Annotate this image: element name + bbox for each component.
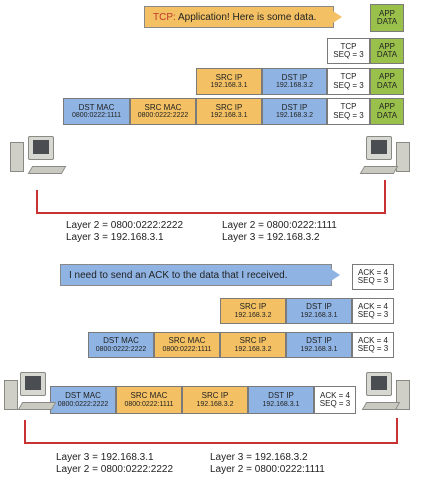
- src-ip-cell: SRC IP 192.168.3.1: [196, 98, 262, 125]
- bubble-pointer: [331, 269, 340, 281]
- src-ip-cell: SRC IP 192.168.3.2: [220, 332, 286, 358]
- network-cable: [396, 418, 398, 444]
- src-ip-cell: SRC IP 192.168.3.1: [196, 68, 262, 95]
- src-ip-cell: SRC IP 192.168.3.2: [220, 298, 286, 324]
- dst-ip-cell: DST IP 192.168.3.2: [262, 68, 327, 95]
- tcp-message-prefix: TCP:: [153, 11, 176, 23]
- src-mac-cell: SRC MAC 0800:0222:2222: [130, 98, 196, 125]
- tcp-message-bubble: TCP: Application! Here is some data.: [144, 6, 342, 28]
- network-cable: [36, 190, 38, 214]
- computer-icon: [360, 366, 416, 422]
- dst-mac-cell: DST MAC 0800:0222:2222: [50, 386, 116, 414]
- network-cable: [36, 212, 386, 214]
- src-mac-cell: SRC MAC 0800:0222:1111: [116, 386, 182, 414]
- bubble-pointer: [333, 11, 342, 23]
- ack-header-cell: ACK = 4 SEQ = 3: [352, 298, 394, 324]
- dst-mac-cell: DST MAC 0800:0222:2222: [88, 332, 154, 358]
- computer-icon: [8, 126, 68, 186]
- app-data-cell: APP DATA: [370, 68, 404, 95]
- src-mac-cell: SRC MAC 0800:0222:1111: [154, 332, 220, 358]
- tcp-message-text: Application! Here is some data.: [175, 11, 317, 23]
- dst-ip-cell: DST IP 192.168.3.1: [286, 298, 352, 324]
- dst-ip-cell: DST IP 192.168.3.1: [286, 332, 352, 358]
- app-data-cell: APP DATA: [370, 4, 404, 32]
- right-host-address: Layer 2 = 0800:0222:1111 Layer 3 = 192.1…: [222, 220, 337, 243]
- tcp-header-cell: TCP SEQ = 3: [327, 68, 370, 95]
- ack-message-text: I need to send an ACK to the data that I…: [69, 269, 288, 281]
- tcp-header-cell: TCP SEQ = 3: [327, 98, 370, 125]
- ack-message-bubble: I need to send an ACK to the data that I…: [60, 264, 340, 286]
- network-cable: [384, 180, 386, 214]
- left-host-address: Layer 2 = 0800:0222:2222 Layer 3 = 192.1…: [66, 220, 184, 243]
- app-data-cell: APP DATA: [370, 98, 404, 125]
- dst-mac-cell: DST MAC 0800:0222:1111: [63, 98, 130, 125]
- computer-icon: [4, 366, 57, 422]
- network-cable: [24, 442, 398, 444]
- tcp-header-cell: TCP SEQ = 3: [327, 38, 370, 64]
- ack-header-cell: ACK = 4 SEQ = 3: [352, 332, 394, 358]
- dst-ip-cell: DST IP 192.168.3.1: [248, 386, 314, 414]
- src-ip-cell: SRC IP 192.168.3.2: [182, 386, 248, 414]
- right-host-address: Layer 3 = 192.168.3.2 Layer 2 = 0800:022…: [210, 452, 325, 475]
- computer-icon: [356, 126, 416, 186]
- ack-header-cell: ACK = 4 SEQ = 3: [314, 386, 356, 414]
- app-data-cell: APP DATA: [370, 38, 404, 64]
- network-cable: [24, 420, 26, 444]
- ack-header-cell: ACK = 4 SEQ = 3: [352, 264, 394, 290]
- left-host-address: Layer 3 = 192.168.3.1 Layer 2 = 0800:022…: [56, 452, 174, 475]
- dst-ip-cell: DST IP 192.168.3.2: [262, 98, 327, 125]
